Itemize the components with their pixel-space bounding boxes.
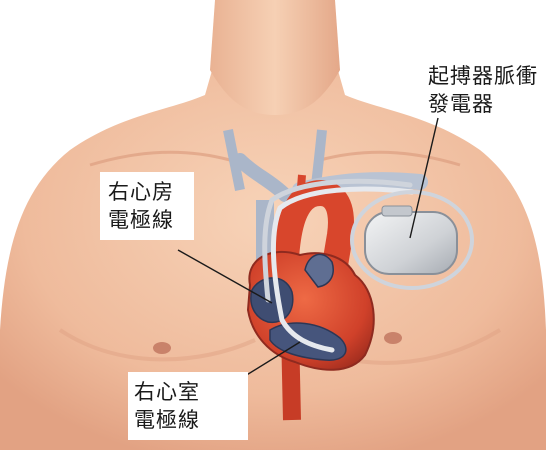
label-right-ventricle-lead-line2: 電極線	[134, 406, 242, 434]
label-pulse-generator-line1: 起搏器脈衝	[428, 62, 540, 90]
label-right-ventricle-lead: 右心室 電極線	[128, 372, 248, 440]
label-right-ventricle-lead-line1: 右心室	[134, 378, 242, 406]
label-right-atrium-lead-line1: 右心房	[108, 178, 186, 206]
label-pulse-generator: 起搏器脈衝 發電器	[428, 62, 540, 118]
right-atrium	[251, 278, 293, 323]
label-right-atrium-lead: 右心房 電極線	[100, 172, 194, 240]
nipple-left	[153, 342, 171, 354]
pacemaker-generator	[365, 212, 457, 274]
nipple-right	[384, 332, 402, 344]
generator-header	[382, 206, 412, 216]
jugular-vein-right	[316, 130, 322, 185]
label-right-atrium-lead-line2: 電極線	[108, 206, 186, 234]
label-pulse-generator-line2: 發電器	[428, 90, 540, 118]
